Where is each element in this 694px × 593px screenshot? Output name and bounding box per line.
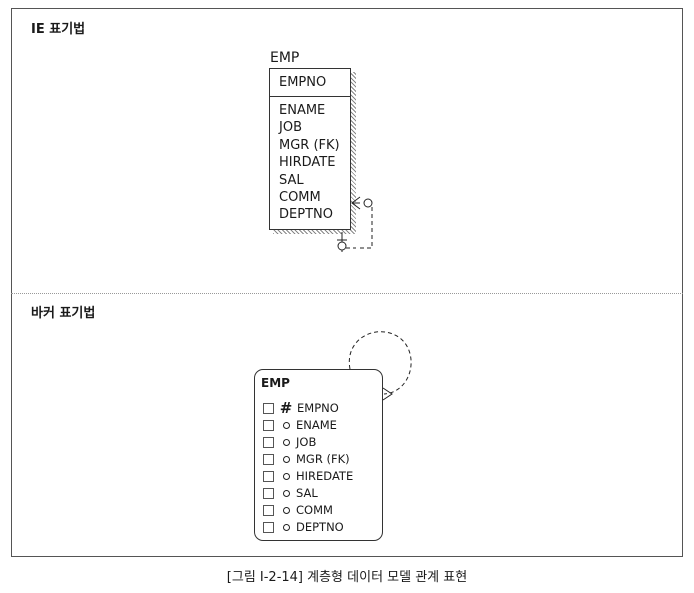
ie-notation-title: IE 표기법: [31, 22, 86, 37]
ie-primary-key: EMPNO: [270, 69, 350, 97]
optional-circle-icon: [283, 438, 290, 446]
barker-attribute-row: HIREDATE: [263, 468, 353, 484]
ie-attribute-list: ENAME JOB MGR (FK) HIRDATE SAL COMM DEPT…: [270, 97, 350, 224]
ie-entity-name: EMP: [270, 50, 300, 66]
barker-attribute-label: JOB: [296, 435, 317, 449]
checkbox-icon: [263, 453, 274, 465]
barker-entity-box: EMP # EMPNO ENAME JOB MGR (FK) HIREDATE …: [254, 369, 383, 541]
ie-attribute: JOB: [279, 120, 302, 136]
checkbox-icon: [263, 504, 274, 516]
barker-attribute-row: # EMPNO: [263, 399, 339, 417]
ie-attribute: MGR (FK): [279, 137, 340, 153]
barker-recursive-relationship: [348, 331, 412, 401]
barker-attribute-row: DEPTNO: [263, 519, 344, 535]
barker-attribute-row: COMM: [263, 502, 333, 518]
ie-attribute: HIRDATE: [279, 155, 336, 171]
checkbox-icon: [263, 402, 274, 414]
checkbox-icon: [263, 419, 274, 431]
barker-entity-name: EMP: [261, 376, 290, 390]
ie-entity-box: EMPNO ENAME JOB MGR (FK) HIRDATE SAL COM…: [269, 68, 351, 230]
checkbox-icon: [263, 436, 274, 448]
ie-attribute: DEPTNO: [279, 207, 333, 223]
barker-attribute-row: MGR (FK): [263, 451, 350, 467]
optional-circle-icon: [283, 421, 290, 429]
checkbox-icon: [263, 487, 274, 499]
checkbox-icon: [263, 521, 274, 533]
figure-caption: [그림 Ⅰ-2-14] 계층형 데이터 모델 관계 표현: [226, 570, 468, 585]
barker-attribute-label: COMM: [296, 503, 333, 517]
optional-circle-icon: [283, 472, 290, 480]
identifier-mark: #: [279, 399, 293, 417]
ie-recursive-relationship: [337, 196, 373, 252]
barker-attribute-label: HIREDATE: [296, 469, 354, 483]
barker-attribute-row: SAL: [263, 485, 318, 501]
checkbox-icon: [263, 470, 274, 482]
ie-attribute: COMM: [279, 189, 321, 205]
barker-attribute-label: DEPTNO: [296, 520, 344, 534]
barker-attribute-label: SAL: [296, 486, 318, 500]
optional-circle-icon: [283, 506, 290, 514]
barker-notation-title: 바커 표기법: [31, 306, 96, 321]
barker-attribute-row: ENAME: [263, 417, 337, 433]
figure-frame: [11, 8, 683, 557]
optional-circle-icon: [283, 455, 290, 463]
optional-circle-icon: [283, 489, 290, 497]
section-divider: [11, 293, 683, 294]
barker-attribute-label: EMPNO: [297, 401, 339, 415]
ie-attribute: ENAME: [279, 103, 326, 118]
barker-attribute-row: JOB: [263, 434, 316, 450]
barker-attribute-label: MGR (FK): [296, 452, 350, 466]
barker-attribute-label: ENAME: [296, 418, 337, 432]
optional-circle-icon: [283, 523, 290, 531]
ie-attribute: SAL: [279, 172, 304, 188]
